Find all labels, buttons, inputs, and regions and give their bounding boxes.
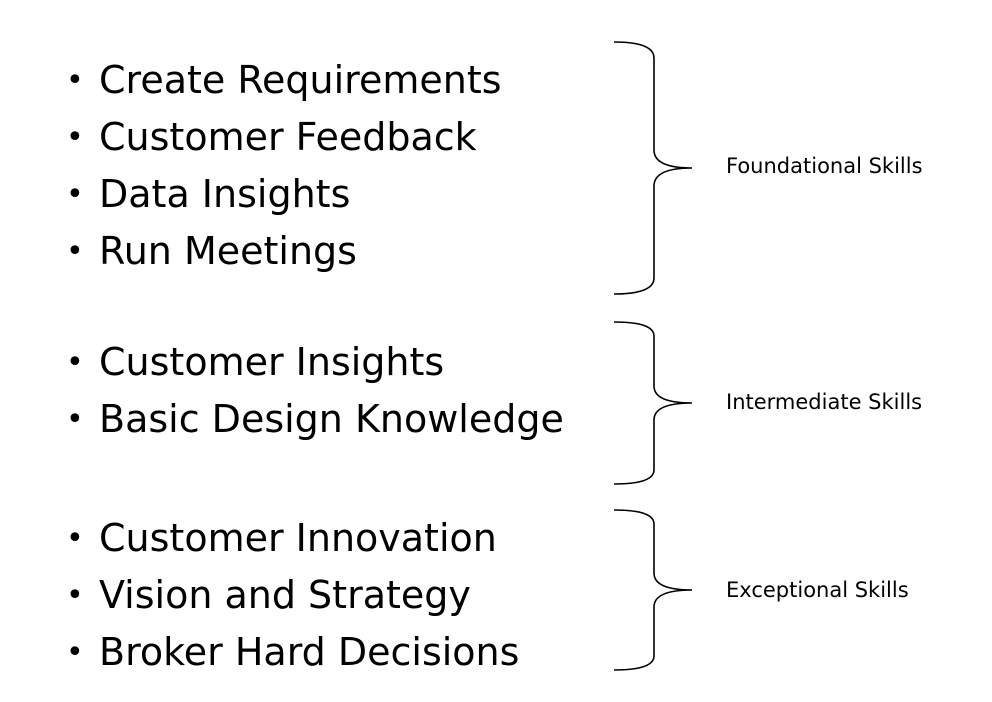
skill-item-text: Run Meetings <box>99 229 357 273</box>
bullet-icon: • <box>66 177 84 212</box>
skill-item: • Run Meetings <box>66 223 502 280</box>
right-brace-icon <box>613 321 693 485</box>
group-label: Exceptional Skills <box>726 578 909 602</box>
bullet-icon: • <box>66 402 84 437</box>
bullet-icon: • <box>66 120 84 155</box>
right-brace-icon <box>613 509 693 671</box>
skill-item: • Customer Innovation <box>66 510 519 567</box>
bullet-icon: • <box>66 521 84 556</box>
skill-item: • Customer Feedback <box>66 109 502 166</box>
skill-list: •Create Requirements •Customer Feedback … <box>66 52 502 280</box>
skill-item: • Data Insights <box>66 166 502 223</box>
skill-item-text: Basic Design Knowledge <box>99 397 564 441</box>
bullet-icon: • <box>66 63 84 98</box>
skill-item-text: Customer Innovation <box>99 516 497 560</box>
skill-group-foundational: •Create Requirements •Customer Feedback … <box>0 40 992 296</box>
bullet-icon: • <box>66 234 84 269</box>
skill-list: • Customer Innovation • Vision and Strateg… <box>66 510 519 681</box>
bullet-icon: • <box>66 345 84 380</box>
bullet-icon: • <box>66 635 84 670</box>
skill-item: • Customer Insights <box>66 334 564 391</box>
skill-item-text: Customer Feedback <box>99 115 477 159</box>
skill-item-text: Vision and Strategy <box>99 573 471 617</box>
skill-item-text: Broker Hard Decisions <box>99 630 520 674</box>
skill-item: • Vision and Strategy <box>66 567 519 624</box>
skill-item: • Basic Design Knowledge <box>66 391 564 448</box>
bullet-icon: • <box>66 578 84 613</box>
group-label: Intermediate Skills <box>726 390 923 414</box>
skill-item-text: Data Insights <box>99 172 351 216</box>
skill-item-text: Customer Insights <box>99 340 445 384</box>
skill-item: • Create Requirements <box>66 52 502 109</box>
skill-list: • Customer Insights • Basic Design Knowled… <box>66 334 564 448</box>
right-brace-icon <box>613 41 693 295</box>
skill-item: • Broker Hard Decisions <box>66 624 519 681</box>
skill-group-exceptional: • Customer Innovation • Vision and Strateg… <box>0 508 992 674</box>
skill-item-text: Create Requirements <box>99 58 502 102</box>
group-label: Foundational Skills <box>726 154 923 178</box>
skill-group-intermediate: • Customer Insights • Basic Design Knowled… <box>0 320 992 486</box>
